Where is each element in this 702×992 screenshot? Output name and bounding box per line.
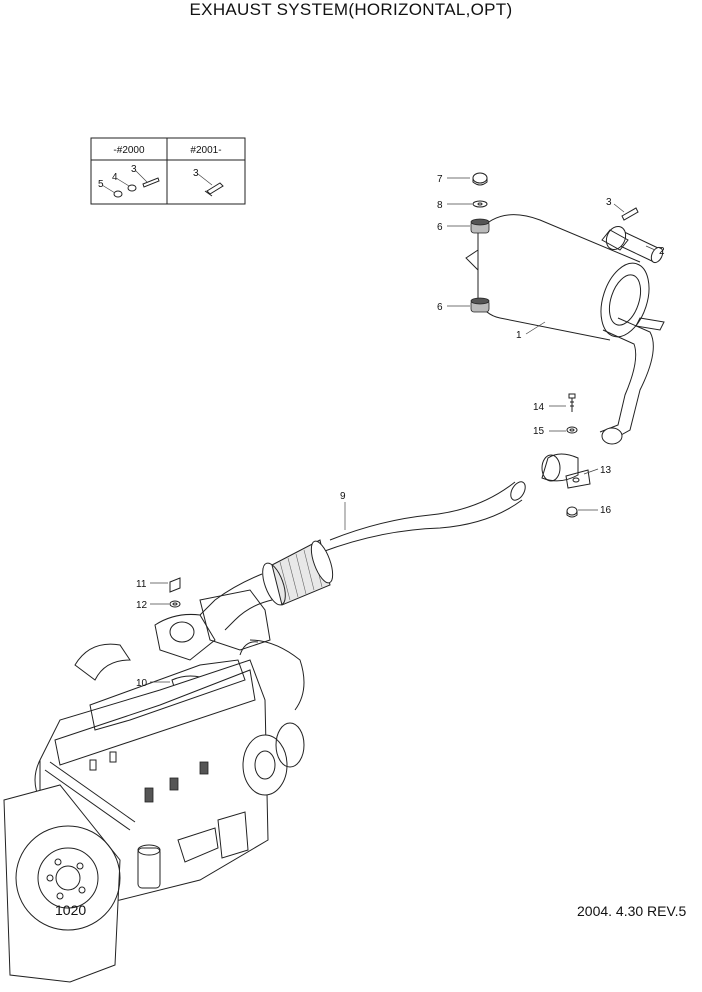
callout-2: 2 bbox=[659, 246, 665, 257]
revision-date: 2004. 4.30 REV.5 bbox=[577, 903, 687, 919]
table-callout-3b: 3 bbox=[193, 168, 199, 179]
nut-icon bbox=[127, 184, 137, 192]
table-callout-5: 5 bbox=[98, 179, 104, 190]
callout-9: 9 bbox=[340, 491, 346, 502]
callout-8: 8 bbox=[437, 200, 443, 211]
pipe-clamp bbox=[541, 393, 591, 518]
serial-col2-header: #2001- bbox=[190, 145, 221, 156]
washer-icon bbox=[113, 190, 123, 198]
callout-15: 15 bbox=[533, 426, 545, 437]
tail-pipe bbox=[601, 225, 664, 264]
muffler-mounts bbox=[470, 172, 490, 313]
serial-col1-header: -#2000 bbox=[113, 145, 145, 156]
callout-10: 10 bbox=[136, 678, 148, 689]
bolt-icon bbox=[142, 177, 160, 188]
callout-3: 3 bbox=[606, 197, 612, 208]
callout-1: 1 bbox=[516, 330, 522, 341]
table-callout-3a: 3 bbox=[131, 164, 137, 175]
engine-block bbox=[3, 589, 305, 983]
callout-7: 7 bbox=[437, 174, 443, 185]
page-number: 1020 bbox=[55, 902, 87, 918]
stud-bolt-icon bbox=[206, 182, 224, 195]
callout-13: 13 bbox=[600, 465, 612, 476]
callout-16: 16 bbox=[600, 505, 612, 516]
callouts: 7 8 6 6 1 3 2 14 15 13 16 9 11 12 10 bbox=[136, 174, 665, 689]
table-callout-4: 4 bbox=[112, 172, 118, 183]
callout-12: 12 bbox=[136, 600, 148, 611]
callout-6-top: 6 bbox=[437, 222, 443, 233]
flange-bolt-icon bbox=[621, 207, 639, 221]
callout-14: 14 bbox=[533, 402, 545, 413]
exhaust-pipe bbox=[199, 481, 526, 631]
callout-11: 11 bbox=[136, 579, 147, 590]
leader-lines bbox=[150, 177, 656, 683]
muffler bbox=[465, 214, 665, 445]
page-title: EXHAUST SYSTEM(HORIZONTAL,OPT) bbox=[189, 0, 513, 19]
serial-table: -#2000 #2001- 5 4 3 3 bbox=[90, 137, 246, 205]
callout-6-bottom: 6 bbox=[437, 302, 443, 313]
